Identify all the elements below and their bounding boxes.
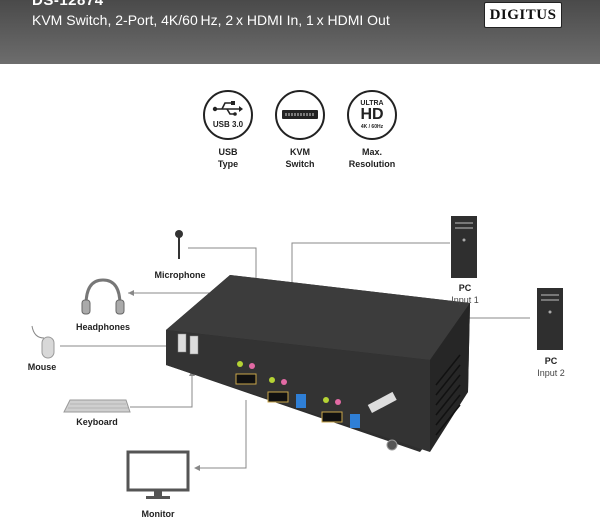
usb-icon: USB 3.0 [203,90,253,140]
pc1-tower-icon [451,216,477,278]
hdmi-out-port [235,373,257,385]
resolution-text: 4K / 60Hz [360,124,384,130]
microphone-icon [175,230,183,259]
dc-power-jack [386,439,398,451]
device-logo-plate [367,391,397,413]
usb-b-port-1 [296,394,306,408]
feature-label-kvm: KVM Switch [285,147,315,169]
front-usb-port-1 [177,333,187,353]
hdmi-in-1-port [267,391,289,403]
mouse-icon [31,325,55,359]
mouse-label: Mouse [27,362,57,372]
microphone-label: Microphone [154,270,206,280]
brand-logo: DIGITUS [484,2,562,28]
monitor-icon [126,450,190,499]
monitor-line [196,400,247,469]
product-model: DS-12874 [32,0,104,9]
keyboard-icon [63,399,131,413]
hdmi-in-2-port [321,411,343,423]
headphones-label: Headphones [75,322,130,332]
keyboard-label: Keyboard [76,417,118,427]
keyboard-line [130,372,193,408]
feature-label-usb: USB Type [217,147,239,169]
product-subtitle: KVM Switch, 2-Port, 4K/60 Hz, 2 x HDMI I… [32,12,390,28]
ultra-text: ULTRA [360,100,384,107]
kvm-device [166,275,470,452]
hd-text: HD [360,106,384,123]
pc2-tower-icon [537,288,563,350]
monitor-label: Monitor [141,509,175,519]
ultra-hd-icon: ULTRA HD 4K / 60Hz [347,90,397,140]
front-usb-port-2 [189,335,199,355]
feature-label-resolution: Max. Resolution [348,147,396,169]
usb-icon-text: USB 3.0 [212,120,244,129]
kvm-switch-icon [275,90,325,140]
mic-line [188,247,257,290]
headphones-icon [81,278,125,315]
usb-b-port-2 [350,414,360,428]
